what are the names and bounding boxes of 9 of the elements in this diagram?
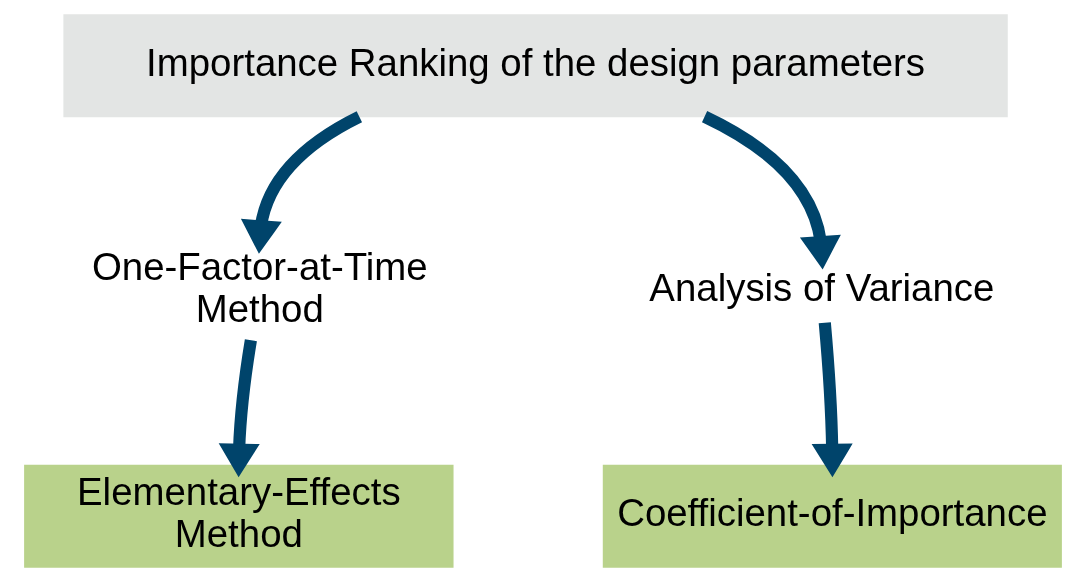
node-box: Elementary-Effects Method — [24, 464, 454, 568]
arrow — [701, 111, 841, 270]
node-box: Coefficient-of-Importance — [602, 464, 1062, 568]
arrow — [811, 322, 853, 478]
node-box: Importance Ranking of the design parameters — [63, 14, 1008, 118]
node-text: Analysis of Variance — [649, 265, 995, 309]
arrow — [218, 339, 260, 478]
node-text: One-Factor-at-Time Method — [91, 244, 428, 330]
arrow — [240, 111, 363, 254]
